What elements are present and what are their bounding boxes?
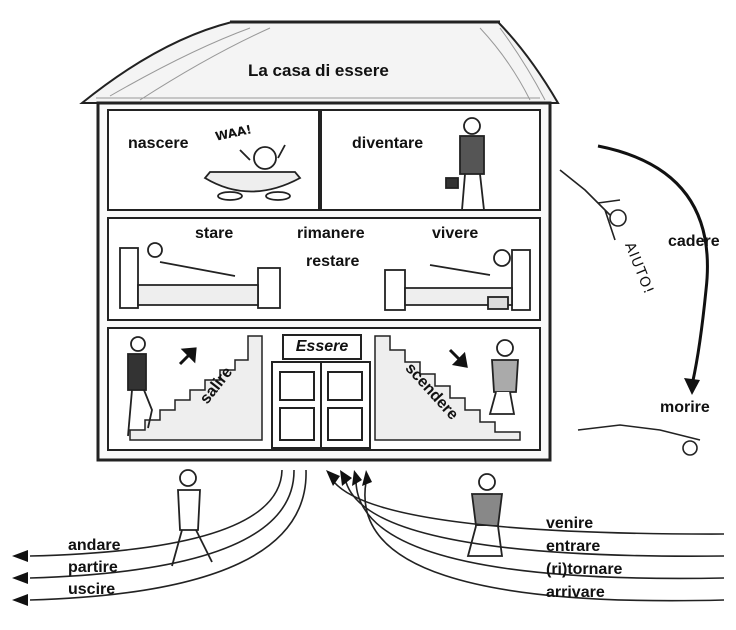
label-cadere: cadere [668,233,720,250]
roof [79,20,560,104]
fall-arc [597,144,709,386]
climbing-man [127,336,153,437]
direction-arrows [178,347,468,368]
bed-right [384,249,531,311]
label-arrivare: arrivare [546,584,605,601]
descending-woman [488,339,519,415]
businessman-figure [445,117,485,211]
label-rimanere: rimanere [297,225,365,242]
label-restare: restare [306,253,360,270]
label-vivere: vivere [432,225,479,242]
front-door [271,361,371,449]
bed-left [119,242,281,309]
label-stare: stare [195,225,234,242]
walking-man [171,469,213,567]
label-morire: morire [660,399,710,416]
label-entrare: entrare [546,538,601,555]
falling-person [559,169,627,241]
house-title: La casa di essere [248,61,389,80]
coming-in-arrows [333,481,725,602]
baby-cradle [203,144,302,201]
walking-woman [466,473,504,557]
label-ritornare: (ri)tornare [546,561,623,578]
label-venire: venire [546,515,594,532]
lying-person [577,424,701,456]
label-nascere: nascere [128,135,189,152]
label-partire: partire [68,559,118,576]
label-diventare: diventare [352,135,424,152]
label-andare: andare [68,537,121,554]
going-out-arrowheads [12,550,28,606]
going-out-arrows [29,469,307,601]
door-sign: Essere [282,334,362,360]
coming-in-arrowheads [326,470,372,486]
stairs-down [374,335,521,441]
label-uscire: uscire [68,581,116,598]
fall-arrowhead [684,378,700,395]
